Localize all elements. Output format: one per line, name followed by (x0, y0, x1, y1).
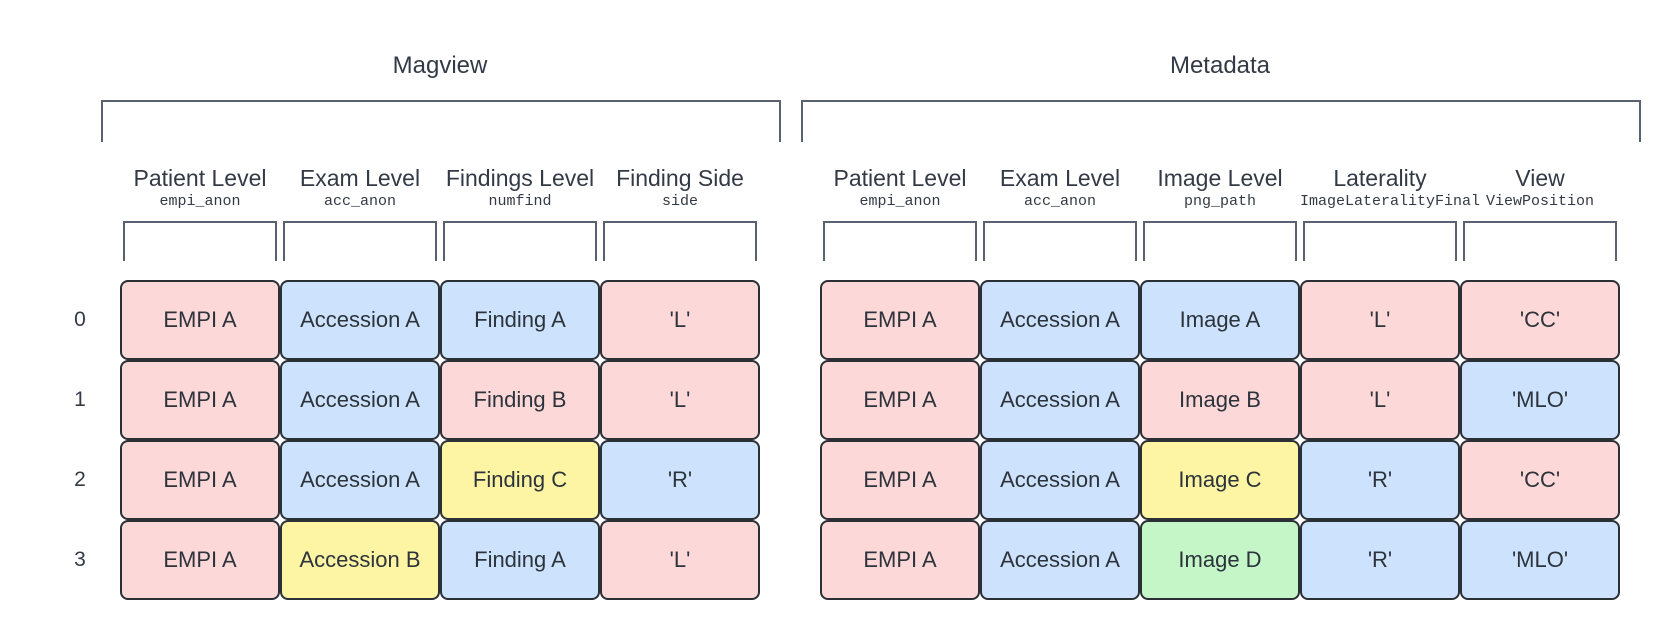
table-cell: Accession A (280, 440, 440, 520)
table-cell: Accession A (980, 520, 1140, 600)
column-header: Exam Level acc_anon (980, 164, 1140, 211)
table-cell: EMPI A (820, 440, 980, 520)
row-index: 2 (74, 468, 86, 491)
table-cell: Accession A (980, 360, 1140, 440)
table-cell: EMPI A (120, 360, 280, 440)
column-field: numfind (488, 193, 552, 210)
column-header: Findings Level numfind (440, 164, 600, 211)
row-index: 0 (74, 308, 86, 331)
table-cell: EMPI A (820, 360, 980, 440)
column-label: Finding Side (616, 165, 744, 191)
group-bracket (101, 100, 781, 142)
table-cell: Finding C (440, 440, 600, 520)
table-cell: Finding A (440, 520, 600, 600)
table-cell: 'L' (600, 520, 760, 600)
column-bracket (123, 221, 277, 261)
group-title: Magview (392, 52, 488, 79)
column-label: View (1515, 165, 1565, 191)
column-field: empi_anon (159, 193, 241, 210)
column-label: Patient Level (133, 165, 267, 191)
column-field: acc_anon (1023, 193, 1096, 210)
table-cell: 'CC' (1460, 280, 1620, 360)
table-cell: 'R' (1300, 520, 1460, 600)
table-cell: 'MLO' (1460, 520, 1620, 600)
column-bracket (1143, 221, 1297, 261)
column-field: ImageLateralityFinal (1300, 193, 1481, 210)
table-cell: Accession A (980, 280, 1140, 360)
table-cell: 'R' (600, 440, 760, 520)
table-cell: Finding A (440, 280, 600, 360)
column-field: side (661, 193, 698, 210)
table-cell: 'L' (600, 280, 760, 360)
table-cell: Image C (1140, 440, 1300, 520)
table-cell: 'L' (1300, 280, 1460, 360)
column-header: Patient Level empi_anon (820, 164, 980, 211)
table-cell: EMPI A (820, 280, 980, 360)
column-field: acc_anon (323, 193, 396, 210)
column-bracket (983, 221, 1137, 261)
table-cell: EMPI A (120, 440, 280, 520)
table-cell: EMPI A (120, 520, 280, 600)
column-bracket (823, 221, 977, 261)
table-cell: Image A (1140, 280, 1300, 360)
column-label: Exam Level (999, 165, 1121, 191)
column-bracket (443, 221, 597, 261)
column-field: ViewPosition (1485, 193, 1595, 210)
table-cell: Image B (1140, 360, 1300, 440)
column-bracket (1463, 221, 1617, 261)
table-cell: Accession A (280, 360, 440, 440)
table-cell: EMPI A (120, 280, 280, 360)
table-cell: Accession B (280, 520, 440, 600)
column-label: Patient Level (833, 165, 967, 191)
column-header: Image Level png_path (1140, 164, 1300, 211)
table-cell: Finding B (440, 360, 600, 440)
column-bracket (283, 221, 437, 261)
row-index: 1 (74, 388, 86, 411)
table-cell: 'R' (1300, 440, 1460, 520)
column-label: Findings Level (445, 165, 595, 191)
table-cell: Accession A (980, 440, 1140, 520)
column-label: Laterality (1333, 165, 1427, 191)
column-header: Exam Level acc_anon (280, 164, 440, 211)
table-cell: 'L' (600, 360, 760, 440)
column-bracket (603, 221, 757, 261)
column-field: empi_anon (859, 193, 941, 210)
table-cell: Accession A (280, 280, 440, 360)
column-label: Image Level (1157, 165, 1283, 191)
column-field: png_path (1183, 193, 1256, 210)
column-label: Exam Level (299, 165, 421, 191)
table-cell: 'MLO' (1460, 360, 1620, 440)
column-header: Finding Side side (600, 164, 760, 211)
row-index: 3 (74, 548, 86, 571)
group-bracket (801, 100, 1641, 142)
table-cell: 'CC' (1460, 440, 1620, 520)
table-cell: Image D (1140, 520, 1300, 600)
column-bracket (1303, 221, 1457, 261)
column-header: Patient Level empi_anon (120, 164, 280, 211)
group-title: Metadata (1169, 52, 1271, 79)
table-cell: EMPI A (820, 520, 980, 600)
table-cell: 'L' (1300, 360, 1460, 440)
